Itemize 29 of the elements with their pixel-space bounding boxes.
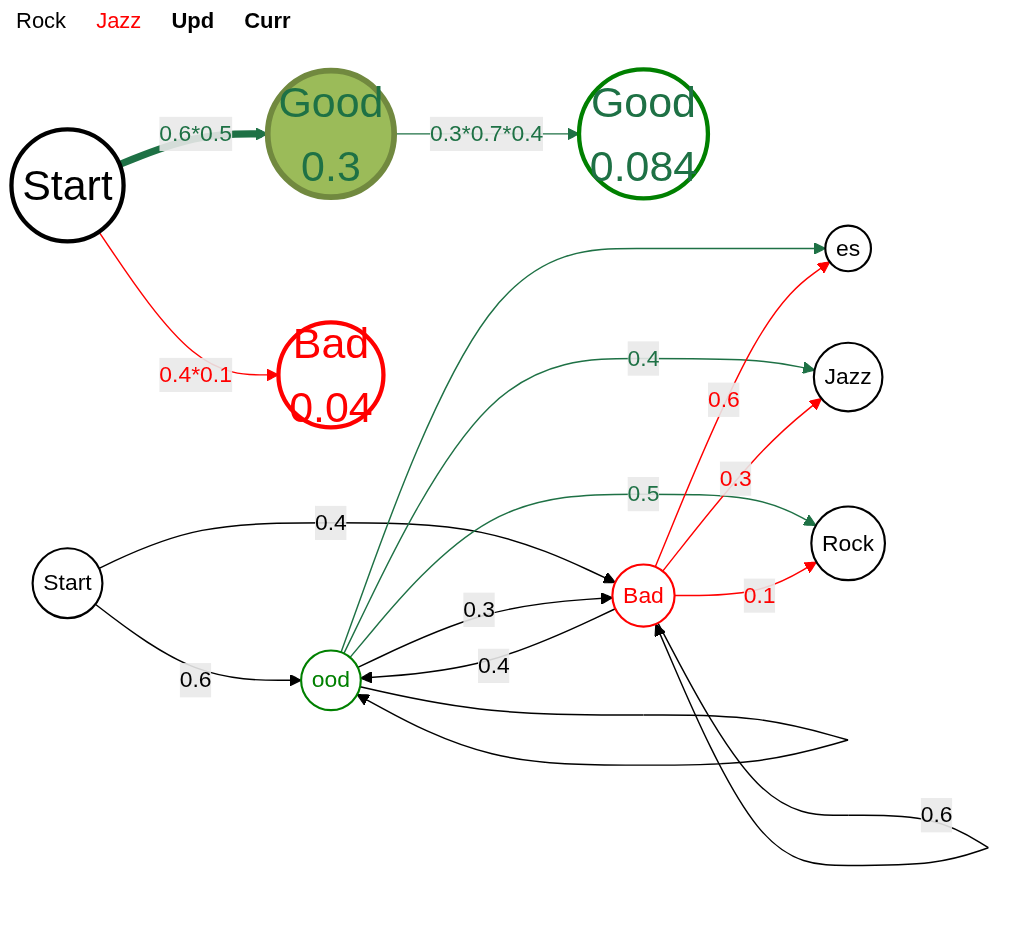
arrow xyxy=(662,397,822,572)
edge-label: 0.6 xyxy=(179,666,212,692)
arrow xyxy=(98,521,616,583)
node-circle: Bad xyxy=(611,562,676,628)
edge-label: 0.5 xyxy=(627,480,660,506)
edge-label: 0.6 xyxy=(920,801,953,827)
arrow xyxy=(340,241,826,653)
edge-label: 0.3 xyxy=(719,465,752,490)
node-circle: Jazz xyxy=(812,341,884,412)
edge-label: 0.4 xyxy=(477,652,510,677)
node-circle: Start xyxy=(31,546,104,619)
edge-label: 0.3*0.7*0.4 xyxy=(429,120,544,145)
edge-label: 0.3 xyxy=(463,596,496,621)
label-text: Upd xyxy=(171,8,215,34)
edge-label: 0.4 xyxy=(315,509,347,534)
node-circle: es xyxy=(824,224,873,272)
node-circle: ood xyxy=(300,648,362,711)
node-circle: Good 0.084 xyxy=(576,66,711,201)
node-circle: Good 0.3 xyxy=(264,67,398,200)
edge-label: 0.1 xyxy=(743,582,776,607)
node-circle: Rock xyxy=(810,505,887,581)
label-text: Rock xyxy=(16,8,67,34)
label-text: Curr xyxy=(244,8,291,34)
edge-label: 0.4 xyxy=(627,345,660,370)
edge-label: 0.6 xyxy=(707,386,740,411)
edge-label: 0.4*0.1 xyxy=(159,361,232,386)
edge-label: 0.6*0.5 xyxy=(159,120,232,145)
label-text: Jazz xyxy=(96,8,142,34)
node-circle: Start xyxy=(9,126,126,244)
